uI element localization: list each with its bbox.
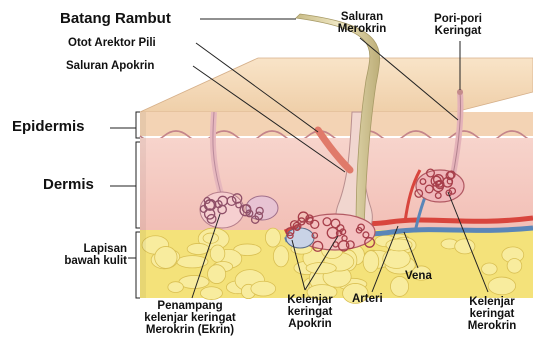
- label-dermis: Dermis: [43, 177, 94, 193]
- label-merocrine-gland: Kelenjar keringat Merokrin: [452, 296, 532, 332]
- label-hair-shaft: Batang Rambut: [60, 11, 171, 27]
- fat-cell: [273, 246, 288, 267]
- label-arrector-pili: Otot Arektor Pili: [68, 37, 156, 49]
- fat-cell: [187, 243, 209, 254]
- apocrine-gland-coil: [286, 212, 375, 251]
- label-merocrine-gland-line2: keringat: [452, 308, 532, 320]
- fat-cell: [208, 265, 226, 284]
- epidermis-top-surface: [140, 58, 533, 112]
- label-vein: Vena: [405, 270, 432, 282]
- fat-cell: [482, 263, 498, 275]
- fat-cell: [200, 287, 222, 300]
- fat-cell: [507, 259, 522, 274]
- label-eccrine-section-line3: Merokrin (Ekrin): [115, 324, 265, 336]
- label-sweat-pore-line2: Keringat: [418, 25, 498, 37]
- label-eccrine-duct-line2: Merokrin: [322, 23, 402, 35]
- label-eccrine-section-line1: Penampang: [115, 300, 265, 312]
- label-apocrine-gland-line1: Kelenjar: [270, 294, 350, 306]
- label-eccrine-duct: Saluran Merokrin: [322, 11, 402, 35]
- label-artery: Arteri: [352, 293, 383, 305]
- label-subcutis-line1: Lapisan: [15, 243, 127, 255]
- label-apocrine-gland-line3: Apokrin: [270, 318, 350, 330]
- fat-cell: [177, 256, 208, 268]
- label-merocrine-gland-line3: Merokrin: [452, 320, 532, 332]
- fat-cell: [168, 282, 183, 293]
- label-apocrine-gland: Kelenjar keringat Apokrin: [270, 294, 350, 330]
- label-sweat-pore: Pori-pori Keringat: [418, 13, 498, 37]
- label-sweat-pore-line1: Pori-pori: [418, 13, 498, 25]
- fat-cell: [155, 246, 177, 268]
- label-epidermis: Epidermis: [12, 119, 85, 135]
- label-eccrine-duct-line1: Saluran: [322, 11, 402, 23]
- fat-cell: [265, 228, 280, 247]
- fat-cell: [488, 277, 515, 295]
- label-merocrine-gland-line1: Kelenjar: [452, 296, 532, 308]
- label-subcutis: Lapisan bawah kulit: [15, 243, 127, 267]
- epidermis-layer: [140, 112, 533, 136]
- fat-cell: [363, 251, 379, 273]
- fat-cell: [210, 245, 225, 262]
- label-apocrine-duct: Saluran Apokrin: [66, 60, 154, 72]
- fat-cell: [386, 239, 412, 251]
- label-apocrine-gland-line2: keringat: [270, 306, 350, 318]
- label-eccrine-section-line2: kelenjar keringat: [115, 312, 265, 324]
- fat-cell: [383, 249, 411, 268]
- label-subcutis-line2: bawah kulit: [15, 255, 127, 267]
- label-eccrine-section: Penampang kelenjar keringat Merokrin (Ek…: [115, 300, 265, 336]
